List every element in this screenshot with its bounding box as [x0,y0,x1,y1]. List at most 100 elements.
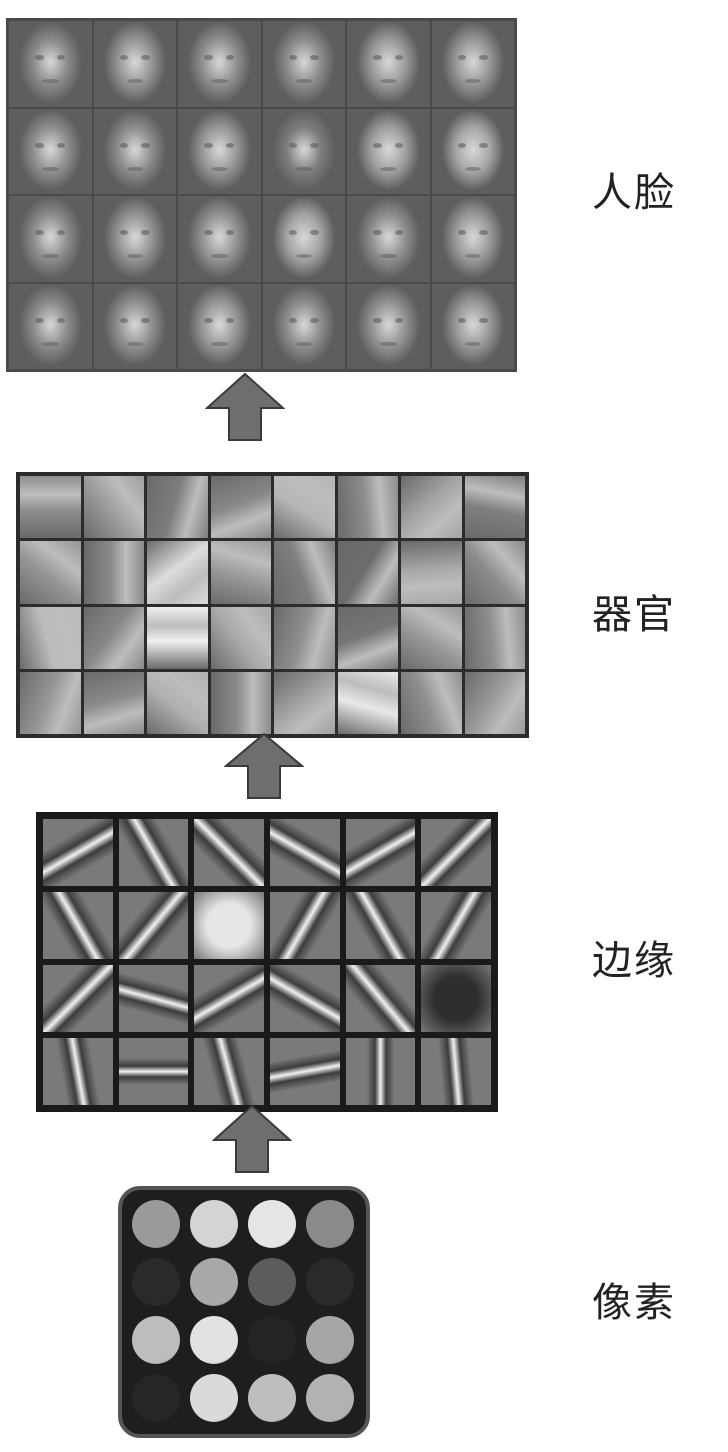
organ-feature-tile [274,541,335,604]
pixel-dot [306,1374,354,1422]
edge-filter-tile [269,819,340,886]
organ-feature-tile [274,606,335,669]
edge-filter-tile [269,965,340,1032]
edge-filter-tile [43,892,113,959]
edge-filter-tile [118,892,189,959]
pixel-dot [306,1316,354,1364]
pixel-dot [190,1200,238,1248]
up-arrow-icon [205,372,285,441]
face-feature-tile [347,108,430,194]
edge-filter-tile [421,819,491,886]
face-feature-tile [9,21,92,107]
edge-filter-tile [43,819,113,886]
face-feature-tile [178,196,261,282]
organ-feature-tile [210,606,271,669]
face-feature-tile [431,283,514,369]
face-feature-tile [262,21,345,107]
edge-filter-tile [43,1038,113,1105]
edge-filter-tile [194,1038,264,1105]
face-feature-tile [431,108,514,194]
pixel-dot [190,1316,238,1364]
faces-panel [6,18,517,372]
face-feature-tile [347,283,430,369]
pixel-dot [306,1200,354,1248]
level-label-organs: 器官 [592,592,676,638]
edge-filter-tile [118,819,189,886]
edge-filter-tile [421,892,491,959]
organ-feature-tile [274,476,335,539]
organ-feature-tile [337,671,398,734]
level-label-pixels: 像素 [592,1280,676,1326]
organs-panel [16,472,529,738]
organ-feature-tile [464,476,525,539]
pixel-dot [190,1374,238,1422]
edge-filter-tile [345,965,416,1032]
face-feature-tile [93,283,176,369]
edges-grid [43,819,491,1105]
level-label-edges: 边缘 [592,938,676,984]
edge-filter-tile [194,892,264,959]
face-feature-tile [262,283,345,369]
organ-feature-tile [337,476,398,539]
organ-feature-tile [83,476,144,539]
face-feature-tile [178,21,261,107]
face-feature-tile [262,108,345,194]
edge-filter-tile [118,1038,189,1105]
faces-grid [9,21,514,369]
face-feature-tile [431,196,514,282]
face-feature-tile [9,196,92,282]
pixel-dot [132,1200,180,1248]
organ-feature-tile [464,541,525,604]
pixel-dot [132,1316,180,1364]
pixel-dot [248,1200,296,1248]
face-feature-tile [93,108,176,194]
organ-feature-tile [20,541,81,604]
up-arrow-icon [212,1104,292,1173]
edges-panel [36,812,498,1112]
organs-grid [20,476,525,734]
organ-feature-tile [20,606,81,669]
pixel-dot [248,1316,296,1364]
face-feature-tile [262,196,345,282]
face-feature-tile [9,283,92,369]
organ-feature-tile [274,671,335,734]
organ-feature-tile [337,541,398,604]
organ-feature-tile [337,606,398,669]
pixel-dot [248,1374,296,1422]
face-feature-tile [178,108,261,194]
organ-feature-tile [83,606,144,669]
edge-filter-tile [118,965,189,1032]
up-arrow-icon [224,732,304,799]
edge-filter-tile [421,965,491,1032]
organ-feature-tile [401,476,462,539]
organ-feature-tile [147,606,208,669]
pixel-dot [190,1258,238,1306]
face-feature-tile [93,21,176,107]
edge-filter-tile [43,965,113,1032]
organ-feature-tile [210,541,271,604]
pixel-dot [132,1374,180,1422]
organ-feature-tile [20,671,81,734]
organ-feature-tile [147,541,208,604]
organ-feature-tile [401,671,462,734]
pixel-dot [248,1258,296,1306]
pixels-panel [118,1186,370,1438]
organ-feature-tile [147,671,208,734]
edge-filter-tile [421,1038,491,1105]
face-feature-tile [178,283,261,369]
edge-filter-tile [269,1038,340,1105]
face-feature-tile [347,196,430,282]
organ-feature-tile [83,541,144,604]
organ-feature-tile [147,476,208,539]
organ-feature-tile [401,541,462,604]
edge-filter-tile [345,819,416,886]
organ-feature-tile [210,671,271,734]
edge-filter-tile [194,965,264,1032]
pixel-dot [306,1258,354,1306]
face-feature-tile [431,21,514,107]
face-feature-tile [347,21,430,107]
edge-filter-tile [269,892,340,959]
organ-feature-tile [20,476,81,539]
face-feature-tile [93,196,176,282]
organ-feature-tile [210,476,271,539]
